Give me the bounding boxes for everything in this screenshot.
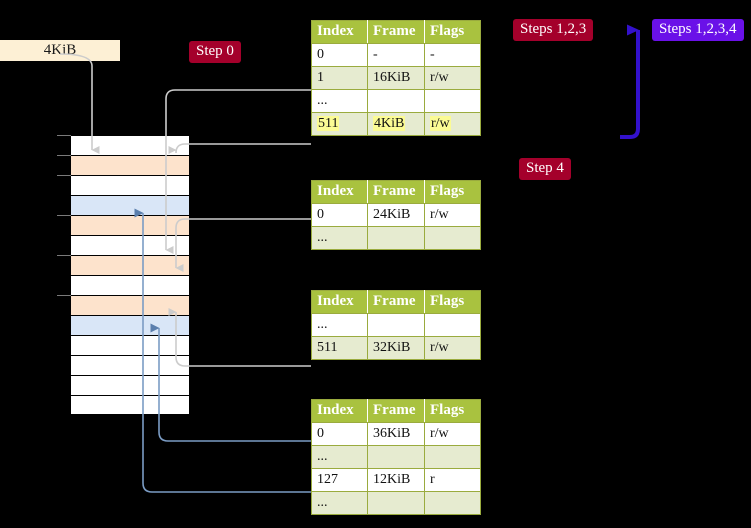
- memory-frame-row: [70, 235, 190, 255]
- column-header-frame: Frame: [367, 399, 425, 423]
- cell-frame: [367, 445, 425, 469]
- table-row: ...: [311, 89, 481, 113]
- step-0-badge: Step 0: [189, 41, 241, 63]
- cell-flags: r/w: [424, 66, 481, 90]
- column-header-flags: Flags: [424, 399, 481, 423]
- memory-frame-row: [57, 255, 190, 275]
- column-header-flags: Flags: [424, 290, 481, 314]
- cell-index: 511: [311, 112, 368, 136]
- memory-frame-row: [57, 175, 190, 195]
- memory-frame-row: [70, 375, 190, 395]
- cell-index: 0: [311, 203, 368, 227]
- memory-tick-mark: [57, 135, 71, 136]
- connector-l4-row511-to-memory: [168, 143, 311, 154]
- highlighted-value: r/w: [430, 115, 451, 131]
- step-4-badge: Step 4: [519, 158, 571, 180]
- cell-flags: r: [424, 468, 481, 492]
- memory-tick-mark: [57, 295, 71, 296]
- cell-index: 1: [311, 66, 368, 90]
- cell-frame: 24KiB: [367, 203, 425, 227]
- table-row: ...: [311, 313, 481, 337]
- cell-flags: [424, 313, 481, 337]
- physical-memory-column: [57, 135, 190, 415]
- column-header-flags: Flags: [424, 180, 481, 204]
- cell-index: 0: [311, 422, 368, 446]
- column-header-index: Index: [311, 290, 368, 314]
- cell-index: ...: [311, 445, 368, 469]
- table-row: ...: [311, 226, 481, 250]
- cell-flags: r/w: [424, 203, 481, 227]
- highlighted-value: 511: [317, 115, 340, 131]
- memory-frame-row: [57, 155, 190, 175]
- cell-frame: [367, 89, 425, 113]
- steps-1234-badge: Steps 1,2,3,4: [652, 19, 744, 41]
- table-row: 0--: [311, 43, 481, 67]
- cell-frame: 4KiB: [367, 112, 425, 136]
- cell-frame: [367, 313, 425, 337]
- frame-size-label: 4KiB: [0, 40, 120, 61]
- cell-flags: [424, 89, 481, 113]
- connector-l2-row511-to-memory: [168, 308, 311, 367]
- cell-frame: 36KiB: [367, 422, 425, 446]
- cell-flags: r/w: [424, 112, 481, 136]
- cell-flags: -: [424, 43, 481, 67]
- column-header-index: Index: [311, 399, 368, 423]
- cell-index: 0: [311, 43, 368, 67]
- cell-flags: [424, 226, 481, 250]
- cell-index: ...: [311, 89, 368, 113]
- cell-frame: 12KiB: [367, 468, 425, 492]
- memory-tick-mark: [57, 255, 71, 256]
- cell-index: ...: [311, 313, 368, 337]
- cell-index: 511: [311, 336, 368, 360]
- cell-flags: [424, 491, 481, 515]
- table-row: ...: [311, 491, 481, 515]
- cell-frame: 32KiB: [367, 336, 425, 360]
- memory-tick-mark: [57, 155, 71, 156]
- cell-frame: [367, 226, 425, 250]
- memory-frame-row: [70, 195, 190, 215]
- cell-index: ...: [311, 226, 368, 250]
- memory-frame-row: [57, 135, 190, 155]
- column-header-frame: Frame: [367, 20, 425, 44]
- steps-123-badge: Steps 1,2,3: [513, 19, 594, 41]
- cell-flags: r/w: [424, 422, 481, 446]
- table-row: ...: [311, 445, 481, 469]
- memory-frame-row: [70, 335, 190, 355]
- frame-size-text: 4KiB: [43, 42, 77, 58]
- memory-tick-mark: [57, 215, 71, 216]
- memory-tick-mark: [57, 175, 71, 176]
- highlighted-value: 4KiB: [373, 115, 406, 131]
- memory-frame-row: [70, 395, 190, 415]
- cell-index: 127: [311, 468, 368, 492]
- column-header-frame: Frame: [367, 180, 425, 204]
- memory-frame-row: [70, 315, 190, 335]
- memory-frame-row: [70, 355, 190, 375]
- memory-frame-row: [57, 215, 190, 235]
- cell-index: ...: [311, 491, 368, 515]
- connector-l3-row0-to-memory: [175, 218, 311, 272]
- column-header-index: Index: [311, 20, 368, 44]
- memory-frame-row: [70, 275, 190, 295]
- cell-frame: 16KiB: [367, 66, 425, 90]
- table-row: 511 4KiB r/w: [311, 112, 481, 136]
- cell-flags: [424, 445, 481, 469]
- steps-1234-bracket: [620, 24, 640, 139]
- cell-frame: -: [367, 43, 425, 67]
- cell-frame: [367, 491, 425, 515]
- column-header-index: Index: [311, 180, 368, 204]
- column-header-frame: Frame: [367, 290, 425, 314]
- memory-frame-row: [57, 295, 190, 315]
- column-header-flags: Flags: [424, 20, 481, 44]
- cell-flags: r/w: [424, 336, 481, 360]
